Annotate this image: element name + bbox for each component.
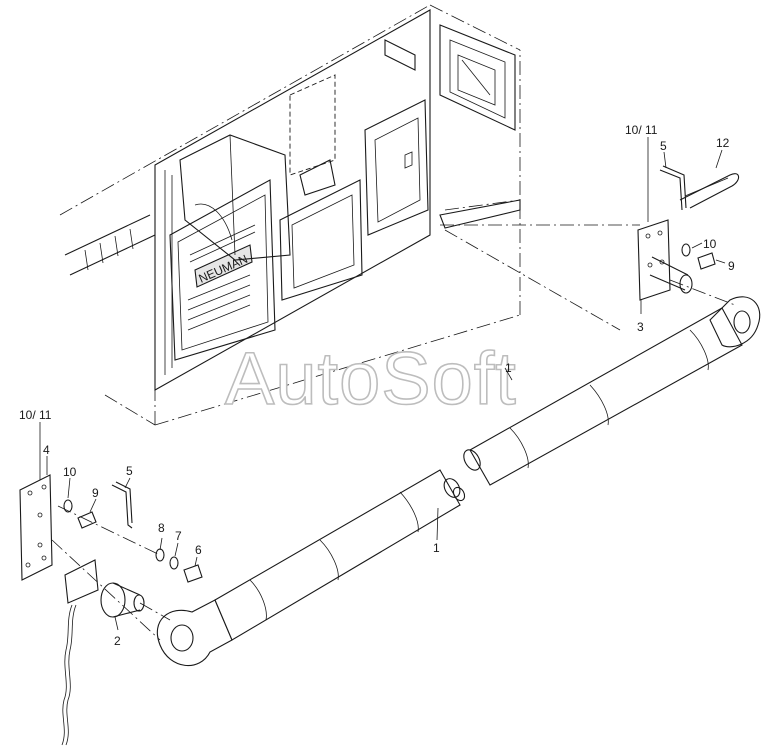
callout-leaders [39, 137, 726, 631]
telescopic-bar [156, 296, 761, 667]
callout-8: 8 [158, 521, 165, 535]
callout-labels: 10/ 11 5 12 10 9 3 1 1 10/ 11 4 10 9 5 8… [19, 123, 735, 648]
right-bracket-assembly [637, 165, 740, 306]
callout-5-right: 5 [660, 139, 667, 153]
callout-10-11-left: 10/ 11 [19, 408, 52, 422]
callout-10-left: 10 [63, 465, 77, 479]
left-bracket-assembly [19, 474, 203, 746]
callout-10-11-right: 10/ 11 [625, 123, 658, 137]
callout-9-left: 9 [92, 486, 99, 500]
callout-9-right: 9 [728, 259, 735, 273]
callout-5-left: 5 [126, 464, 133, 478]
callout-6: 6 [195, 543, 202, 557]
callout-1-top: 1 [505, 361, 512, 375]
callout-7: 7 [175, 529, 182, 543]
callout-3: 3 [637, 320, 644, 334]
callout-1-bottom: 1 [433, 541, 440, 555]
callout-10-right: 10 [703, 237, 717, 251]
watermark-text: AutoSoft [225, 337, 517, 420]
callout-4: 4 [43, 443, 50, 457]
callout-2: 2 [114, 634, 121, 648]
callout-12: 12 [716, 136, 730, 150]
